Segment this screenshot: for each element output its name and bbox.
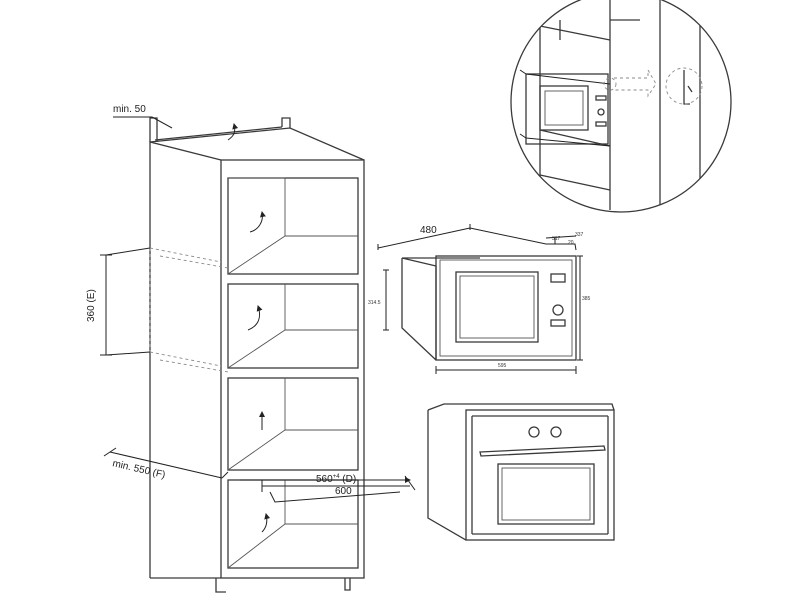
mounting-detail-zoom [510,0,732,213]
compartment-1 [227,177,359,275]
dim-height-right: 385 [582,296,591,302]
dim-depth-2: 337 [575,232,584,238]
oven-knob-left [528,426,540,438]
depth-label-b: 600 [335,486,352,497]
tall-cabinet: min. 50 360 (E) min. 550 (F) 560+4 (D) 6… [86,104,416,593]
airflow-arrow-icon [249,211,266,233]
airflow-arrow-icon [261,513,271,533]
dim-depth-3: 20 [568,240,574,246]
compartment-2 [227,283,359,369]
dim-width-top: 480 [420,225,437,236]
cutout-height-label: 360 (E) [86,289,97,322]
microwave-button [550,319,566,327]
microwave-display [550,273,566,283]
microwave-dimensions-view: 480 317 337 20 385 314.5 595 [368,224,591,374]
compartment-3 [227,377,359,471]
min-top-gap-label: min. 50 [113,104,146,115]
airflow-arrow-icon [247,305,263,331]
cutout-width-label: min. 550 (F) [111,458,166,481]
oven-door-handle [479,445,606,457]
cabinet-front-frame [220,159,365,579]
airflow-arrow-icon [227,123,239,141]
detail-circle-outline [510,0,732,213]
microwave-knob [552,304,564,316]
oven-installed-view [427,403,615,541]
microwave-front-frame [435,255,577,361]
dim-depth-1: 317 [552,236,561,242]
oven-knob-right [550,426,562,438]
dim-width-bottom: 595 [498,363,507,369]
mounting-bracket-icon [683,70,693,105]
microwave-window [455,271,539,343]
oven-door-window [497,463,595,525]
dim-height-left: 314.5 [368,300,381,306]
depth-label-a: 560+4 (D) [316,474,356,485]
oven-front-frame [465,409,615,541]
